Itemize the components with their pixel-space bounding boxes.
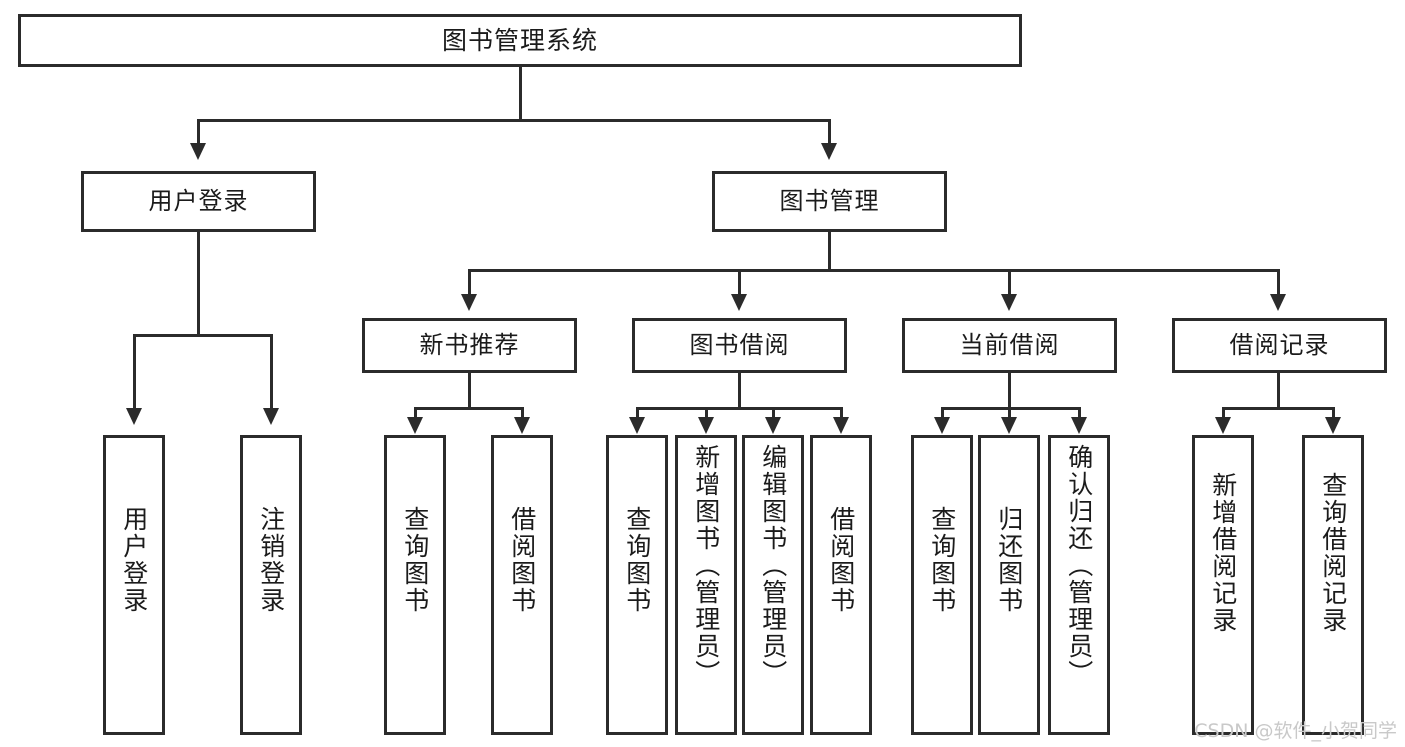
node-label: 用户登录 (148, 187, 249, 216)
node-new-book-recommend[interactable]: 新书推荐 (362, 318, 577, 373)
connector-root-stem (519, 67, 522, 119)
leaf-label: 归还图书 (994, 506, 1024, 614)
node-book-borrow[interactable]: 图书借阅 (632, 318, 847, 373)
arrow-to-current-borrow (1001, 294, 1017, 311)
leaf-label: 借阅图书 (507, 506, 537, 614)
connector-recommend-l1 (414, 407, 417, 419)
connector-record-l2 (1332, 407, 1335, 419)
leaf-label: 查询图书 (927, 506, 957, 614)
connector-record-l1 (1222, 407, 1225, 419)
connector-userlogin-leaf2 (270, 334, 273, 410)
arrow-to-current-leaf3 (1071, 417, 1087, 434)
leaf-label: 编辑图书（管理员） (758, 444, 788, 687)
connector-root-bus (197, 119, 831, 122)
connector-borrow-l4 (840, 407, 843, 419)
arrow-to-user-login (190, 143, 206, 160)
watermark-text: CSDN @软件_小贺同学 (1194, 720, 1397, 742)
leaf-label: 新增图书（管理员） (691, 444, 721, 687)
leaf-borrow-edit-book-admin[interactable]: 编辑图书（管理员） (742, 435, 804, 735)
leaf-user-login[interactable]: 用户登录 (103, 435, 165, 735)
leaf-label: 查询图书 (622, 506, 652, 614)
leaf-label: 注销登录 (256, 506, 286, 614)
leaf-borrow-query-book[interactable]: 查询图书 (606, 435, 668, 735)
arrow-to-recommend-leaf2 (514, 417, 530, 434)
node-label: 图书管理系统 (441, 25, 598, 55)
node-label: 当前借阅 (959, 331, 1060, 360)
connector-record-bus (1222, 407, 1335, 410)
connector-root-to-bookmgmt (828, 119, 831, 145)
arrow-to-logout-leaf (263, 408, 279, 425)
leaf-label: 确认归还（管理员） (1064, 444, 1094, 687)
leaf-record-add-record[interactable]: 新增借阅记录 (1192, 435, 1254, 735)
connector-current-bus (941, 407, 1081, 410)
node-user-login[interactable]: 用户登录 (81, 171, 316, 232)
leaf-current-confirm-return-admin[interactable]: 确认归还（管理员） (1048, 435, 1110, 735)
leaf-label: 借阅图书 (826, 506, 856, 614)
arrow-to-current-leaf1 (934, 417, 950, 434)
leaf-record-query-record[interactable]: 查询借阅记录 (1302, 435, 1364, 735)
arrow-to-borrow-leaf1 (629, 417, 645, 434)
leaf-label: 查询借阅记录 (1318, 472, 1348, 634)
node-book-management[interactable]: 图书管理 (712, 171, 947, 232)
arrow-to-record-leaf2 (1325, 417, 1341, 434)
node-borrow-record[interactable]: 借阅记录 (1172, 318, 1387, 373)
connector-bookmgmt-c2 (738, 269, 741, 296)
connector-recommend-l2 (521, 407, 524, 419)
leaf-borrow-add-book-admin[interactable]: 新增图书（管理员） (675, 435, 737, 735)
connector-userlogin-leaf1 (133, 334, 136, 410)
connector-borrow-stem (738, 373, 741, 409)
connector-userlogin-stem (197, 232, 200, 334)
arrow-to-borrow-leaf2 (698, 417, 714, 434)
connector-current-stem (1008, 373, 1011, 409)
connector-borrow-bus (636, 407, 842, 410)
connector-recommend-bus (414, 407, 524, 410)
leaf-label: 查询图书 (400, 506, 430, 614)
leaf-borrow-borrow-book[interactable]: 借阅图书 (810, 435, 872, 735)
connector-bookmgmt-c3 (1008, 269, 1011, 296)
connector-userlogin-bus (133, 334, 273, 337)
arrow-to-user-login-leaf (126, 408, 142, 425)
arrow-to-recommend-leaf1 (407, 417, 423, 434)
connector-root-to-userlogin (197, 119, 200, 145)
leaf-logout[interactable]: 注销登录 (240, 435, 302, 735)
leaf-recommend-borrow-book[interactable]: 借阅图书 (491, 435, 553, 735)
connector-current-l2 (1008, 407, 1011, 419)
connector-borrow-l2 (705, 407, 708, 419)
connector-bookmgmt-stem (828, 232, 831, 271)
leaf-recommend-query-book[interactable]: 查询图书 (384, 435, 446, 735)
leaf-label: 新增借阅记录 (1208, 472, 1238, 634)
arrow-to-borrow-leaf3 (765, 417, 781, 434)
leaf-current-query-book[interactable]: 查询图书 (911, 435, 973, 735)
connector-current-l1 (941, 407, 944, 419)
arrow-to-borrow-leaf4 (833, 417, 849, 434)
arrow-to-book-borrow (731, 294, 747, 311)
arrow-to-record-leaf1 (1215, 417, 1231, 434)
node-label: 新书推荐 (419, 331, 520, 360)
leaf-label: 用户登录 (119, 506, 149, 614)
connector-borrow-l3 (772, 407, 775, 419)
connector-recommend-stem (468, 373, 471, 409)
node-root-system[interactable]: 图书管理系统 (18, 14, 1022, 67)
connector-borrow-l1 (636, 407, 639, 419)
connector-bookmgmt-c1 (468, 269, 471, 296)
connector-current-l3 (1078, 407, 1081, 419)
connector-bookmgmt-bus (468, 269, 1280, 272)
node-label: 借阅记录 (1229, 331, 1330, 360)
node-current-borrow[interactable]: 当前借阅 (902, 318, 1117, 373)
leaf-current-return-book[interactable]: 归还图书 (978, 435, 1040, 735)
node-label: 图书借阅 (689, 331, 790, 360)
arrow-to-new-book-recommend (461, 294, 477, 311)
connector-record-stem (1277, 373, 1280, 409)
node-label: 图书管理 (779, 187, 880, 216)
arrow-to-current-leaf2 (1001, 417, 1017, 434)
arrow-to-borrow-record (1270, 294, 1286, 311)
connector-bookmgmt-c4 (1277, 269, 1280, 296)
arrow-to-book-management (821, 143, 837, 160)
